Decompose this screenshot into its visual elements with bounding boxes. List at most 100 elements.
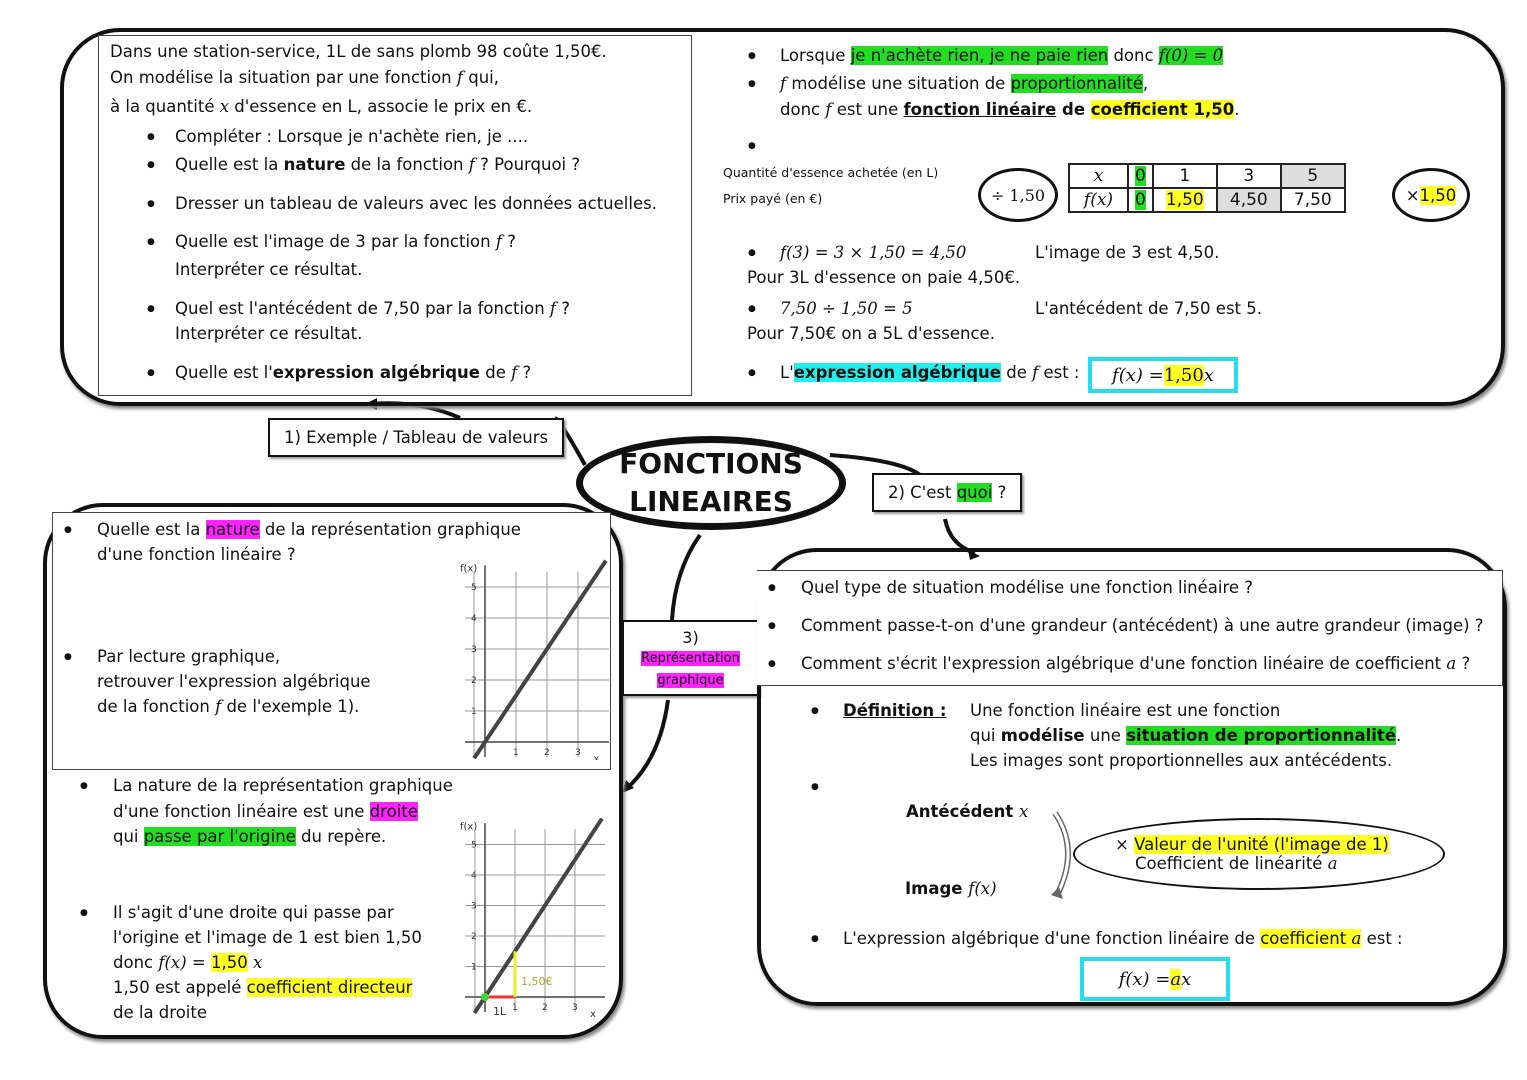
- graph-answer-text: 1,50 est appelé coefficient directeur: [113, 978, 413, 997]
- text-segment: f(x) =: [158, 953, 211, 972]
- text-segment: 7,50 ÷ 1,50 = 5: [780, 299, 913, 318]
- text-segment: 1,50: [210, 953, 248, 972]
- text-segment: Lorsque: [780, 46, 851, 65]
- text-segment: expression algébrique: [272, 363, 480, 382]
- text-segment: x: [247, 953, 263, 972]
- bullet-icon: ●: [748, 79, 756, 89]
- image-text: L'image de 3 est 4,50.: [1035, 243, 1219, 262]
- question-text: Compléter : Lorsque je n'achète rien, je…: [175, 127, 528, 146]
- text-segment: Comment passe-t-on d'une grandeur (antéc…: [801, 616, 1484, 635]
- text-segment: Pour 3L d'essence on paie 4,50€.: [747, 268, 1021, 287]
- text-segment: du repère.: [295, 827, 387, 846]
- definition-question: Comment s'écrit l'expression algébrique …: [801, 654, 1470, 673]
- question-text: Interpréter ce résultat.: [175, 324, 362, 343]
- expression-text: L'expression algébrique d'une fonction l…: [843, 929, 1403, 948]
- text-segment: ?: [556, 299, 571, 318]
- expression-text: L'expression algébrique de f est :: [780, 363, 1080, 382]
- text-segment: L'expression algébrique d'une fonction l…: [843, 929, 1261, 948]
- ellipse-text: × Valeur de l'unité (l'image de 1): [1115, 835, 1389, 854]
- text-segment: .: [1396, 726, 1402, 745]
- y-tick-label: 5: [471, 841, 477, 851]
- text-segment: Antécédent: [906, 802, 1019, 821]
- text-segment: ×: [1115, 835, 1135, 854]
- text-segment: fonction linéaire: [903, 100, 1057, 119]
- label-what-is-it[interactable]: 2) C'est quoi ?: [872, 473, 1023, 512]
- rise-annotation: 1,50€: [521, 975, 553, 988]
- question-text: Interpréter ce résultat.: [175, 260, 362, 279]
- text-segment: donc: [780, 100, 826, 119]
- text-segment: f: [495, 232, 502, 251]
- text-segment: f(0) = 0: [1158, 46, 1224, 65]
- text-segment: est une: [831, 100, 904, 119]
- bullet-icon: ●: [768, 621, 776, 631]
- text-segment: Quelle est la: [97, 520, 206, 539]
- bullet-icon: ●: [811, 782, 819, 792]
- antecedent-label: Antécédent x: [906, 802, 1028, 821]
- text-segment: Quelle est l'image de 3 par la fonction: [175, 232, 496, 251]
- y-tick-label: 4: [471, 871, 477, 881]
- text-segment: Compléter : Lorsque je n'achète rien, je…: [175, 127, 529, 146]
- graph-answer-text: Il s'agit d'une droite qui passe par: [113, 903, 394, 922]
- text-segment: coefficient: [1260, 929, 1352, 948]
- text-segment: nature: [283, 155, 346, 174]
- text-segment: a: [1170, 968, 1182, 990]
- text-segment: x: [1203, 364, 1214, 386]
- text-segment: L'image de 3 est 4,50.: [1035, 243, 1220, 262]
- table-cell: 7,50: [1279, 187, 1346, 213]
- text-segment: a: [1327, 854, 1338, 873]
- text-segment: 1,50: [1163, 364, 1204, 386]
- row-label-quantity: Quantité d'essence achetée (en L): [723, 165, 939, 180]
- label-graphical-representation[interactable]: 3) Représentation graphique: [622, 620, 759, 696]
- x-tick-label: 2: [542, 1003, 548, 1013]
- text-segment: droite: [369, 801, 418, 821]
- text-segment: de la représentation graphique: [259, 520, 521, 539]
- x-tick-label: 1: [512, 1003, 518, 1013]
- text-segment: modélise: [1000, 726, 1085, 745]
- ellipse-text: Coefficient de linéarité a: [1135, 854, 1338, 873]
- antecedent-calc: 7,50 ÷ 1,50 = 5: [780, 299, 913, 318]
- text-segment: Interpréter ce résultat.: [175, 260, 363, 279]
- bullet-icon: ●: [768, 659, 776, 669]
- coefficient-ellipse: × Valeur de l'unité (l'image de 1)Coeffi…: [1073, 818, 1445, 890]
- x-axis-label: x: [594, 754, 600, 760]
- formula-box-general: f(x) = a x: [1080, 957, 1230, 1001]
- label-example[interactable]: 1) Exemple / Tableau de valeurs: [268, 418, 565, 457]
- text-segment: expression algébrique: [793, 363, 1001, 382]
- text-segment: f: [456, 68, 463, 87]
- text-segment: ? Pourquoi ?: [474, 155, 581, 174]
- text-segment: L': [780, 363, 794, 382]
- text-segment: On modélise la situation par une fonctio…: [110, 68, 457, 87]
- y-tick-label: 3: [471, 645, 477, 655]
- text-segment: a: [1446, 654, 1457, 673]
- graph-answer-text: d'une fonction linéaire est une droite: [113, 801, 418, 821]
- graph-question-text: retrouver l'expression algébrique: [97, 672, 371, 691]
- table-cell: 0: [1127, 163, 1154, 189]
- text-segment: Par lecture graphique,: [97, 647, 281, 666]
- text-segment: Comment s'écrit l'expression algébrique …: [801, 654, 1447, 673]
- image-interp: Pour 3L d'essence on paie 4,50€.: [747, 268, 1020, 287]
- origin-point: [481, 993, 489, 1001]
- text-segment: a: [1351, 929, 1362, 948]
- table-header-fx: f(x): [1068, 187, 1129, 213]
- text-segment: est :: [1361, 929, 1403, 948]
- text-segment: x: [1018, 802, 1029, 821]
- graph-question-text: de la fonction f de l'exemple 1).: [97, 697, 359, 716]
- graph-answer-text: La nature de la représentation graphique: [113, 776, 453, 795]
- definition-text: qui modélise une situation de proportion…: [970, 726, 1401, 745]
- text-segment: f: [825, 100, 832, 119]
- x-axis-label: x: [590, 1009, 596, 1020]
- text-segment: 1,50 est appelé: [113, 978, 247, 997]
- text-segment: ?: [501, 232, 516, 251]
- text-segment: f: [1032, 363, 1039, 382]
- text-segment: de: [1056, 100, 1091, 119]
- divide-operator: ÷ 1,50: [978, 168, 1058, 222]
- text-segment: qui,: [462, 68, 499, 87]
- table-cell: 5: [1279, 163, 1346, 189]
- table-header-x: x: [1068, 163, 1129, 189]
- text-segment: donc: [113, 953, 159, 972]
- bullet-icon: ●: [147, 368, 155, 378]
- text-segment: f: [511, 363, 518, 382]
- row-label-price: Prix payé (en €): [723, 191, 823, 206]
- text-segment: coefficient 1,50: [1090, 100, 1235, 119]
- text-segment: coefficient directeur: [246, 978, 413, 997]
